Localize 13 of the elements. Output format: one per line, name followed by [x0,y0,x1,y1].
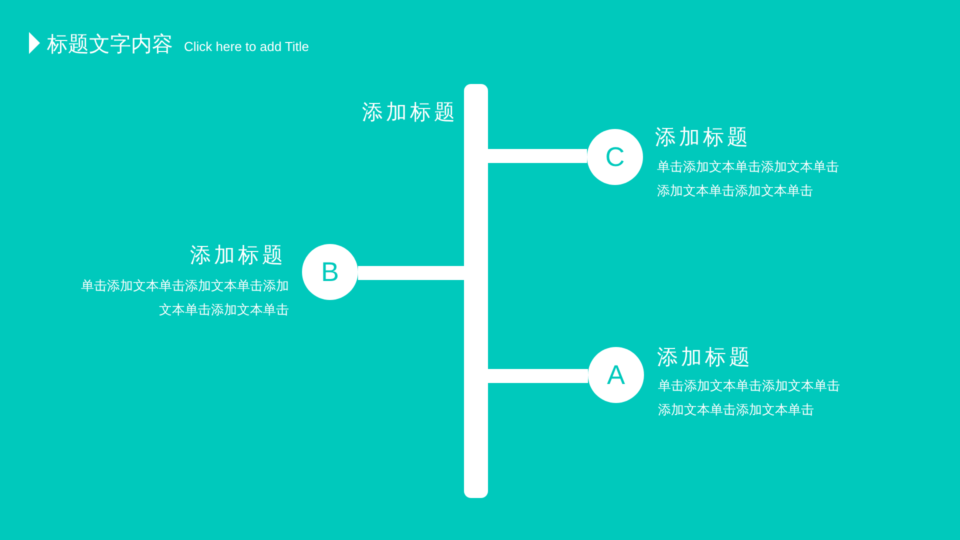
heading-text: 添加标题 [655,124,751,150]
branch-line [488,149,587,163]
branch-line [358,266,464,280]
branch-line [488,369,588,383]
description-text: 单击添加文本单击添加文本单击添加文本单击添加文本单击 [657,159,840,201]
heading-text: 添加标题 [657,344,753,370]
heading-text: 添加标题 [362,99,458,125]
subtitle-text: Click here to add Title [184,38,310,56]
description-text: 单击添加文本单击添加文本单击添加文本单击添加文本单击 [80,278,289,320]
description-text: 单击添加文本单击添加文本单击添加文本单击添加文本单击 [658,378,841,420]
title-text: 标题文字内容 [47,31,173,57]
heading-text: 添加标题 [190,242,286,268]
timeline-bar [464,84,488,498]
